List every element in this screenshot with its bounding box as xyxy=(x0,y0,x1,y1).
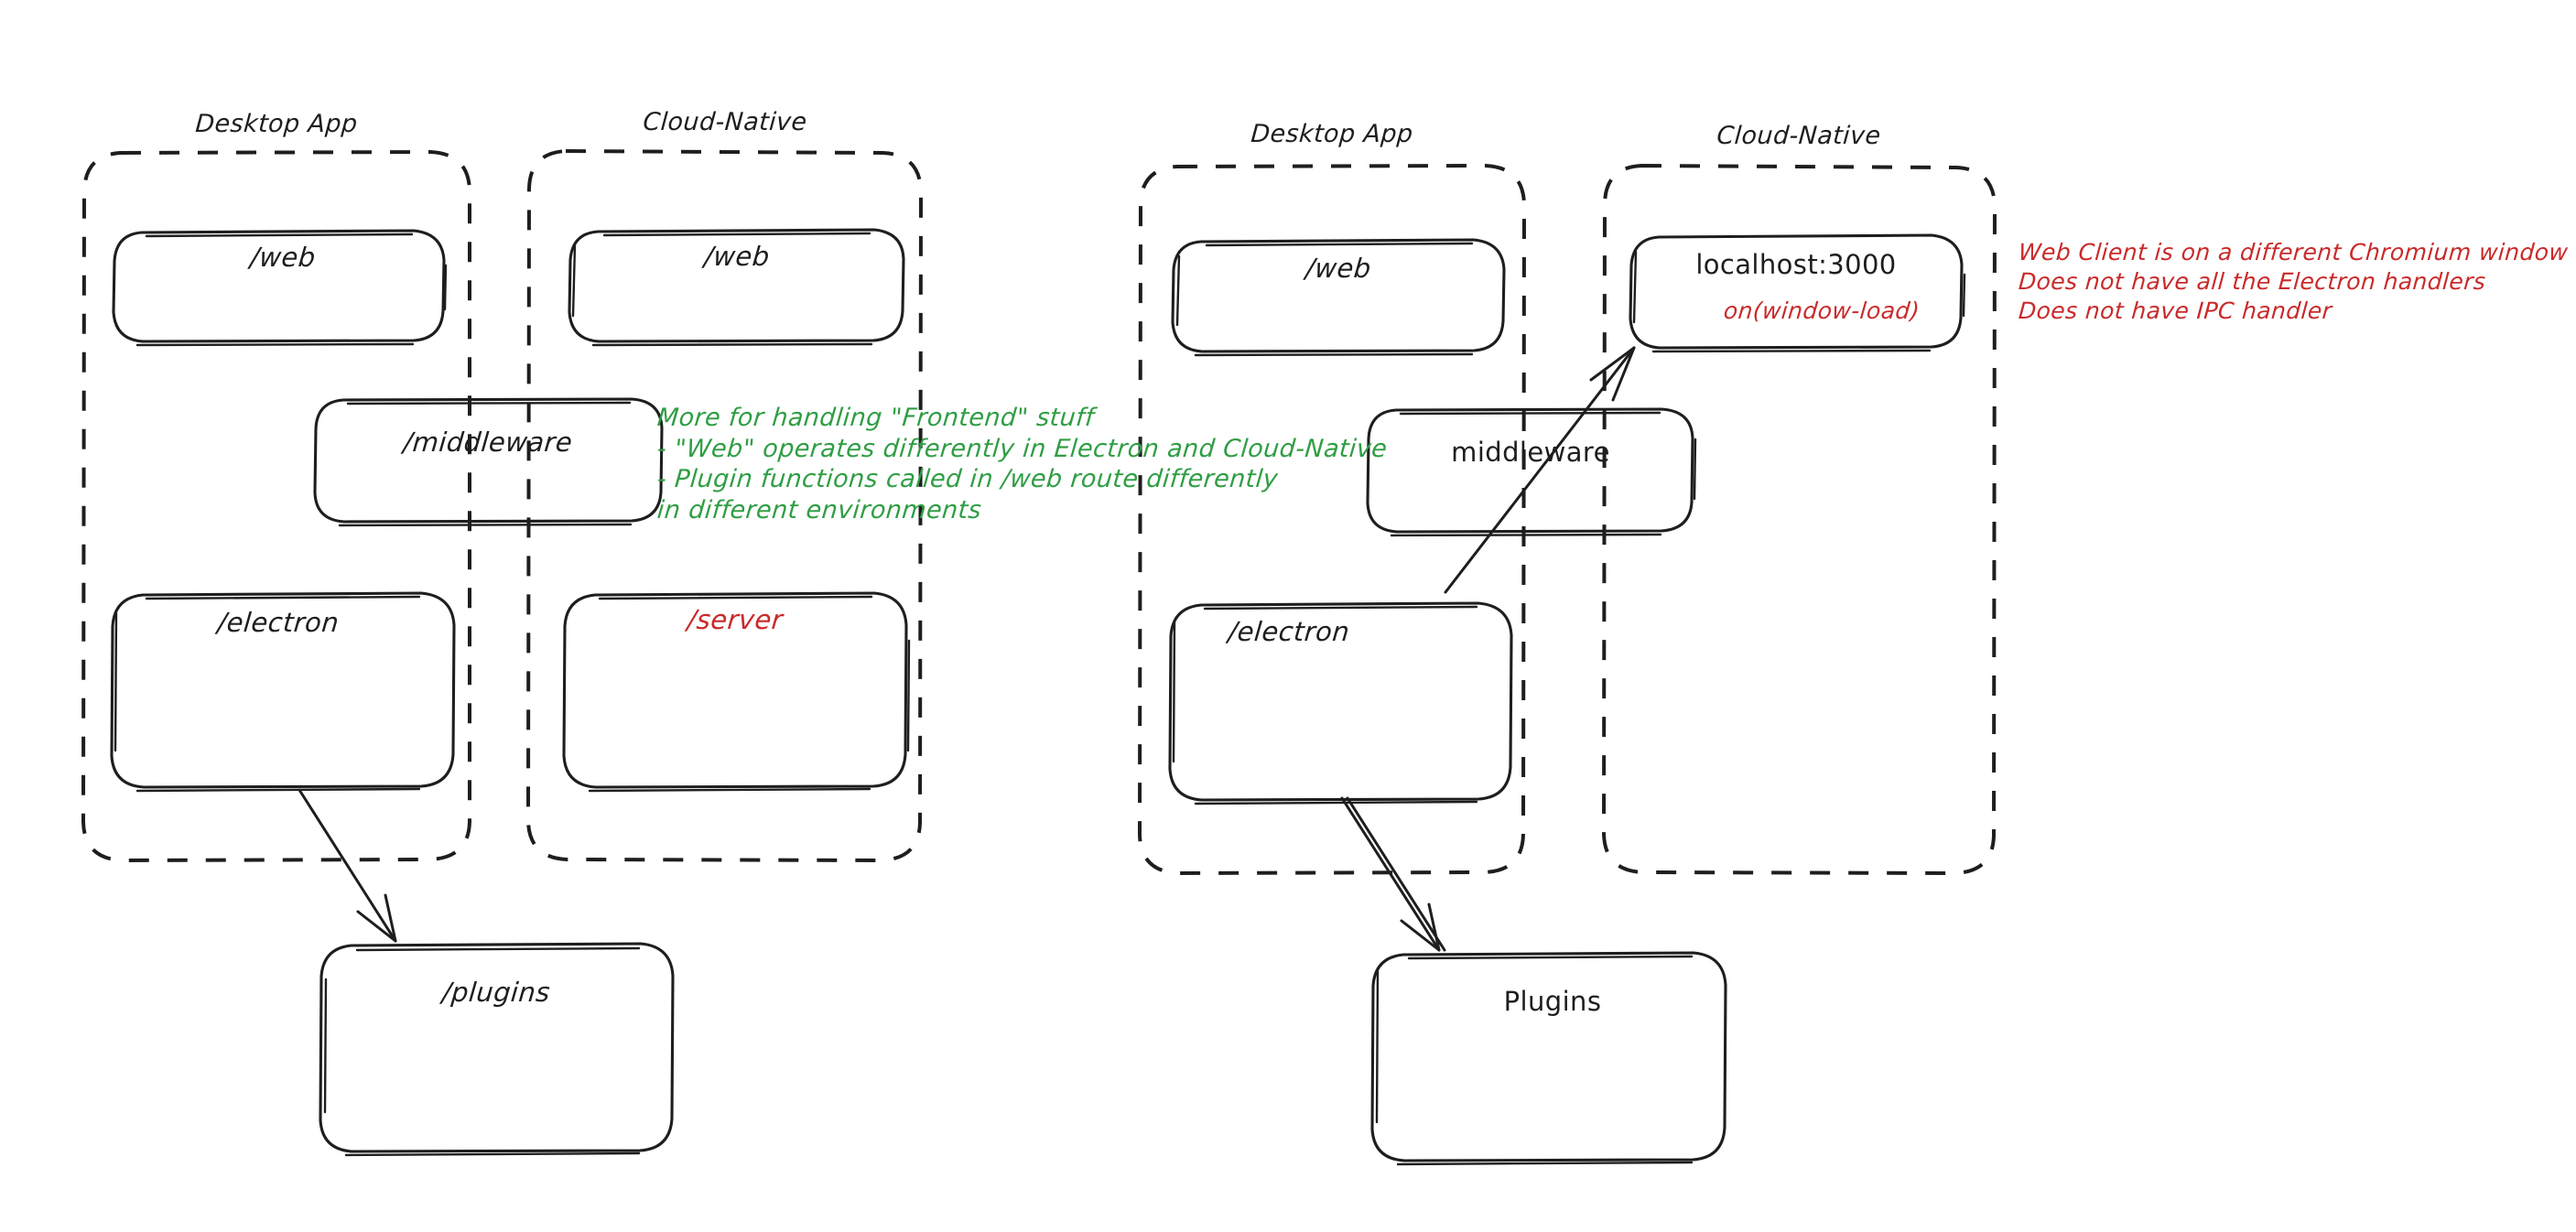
right-localhost-box[interactable] xyxy=(1629,233,1966,353)
right-electron-to-plugins-arrow xyxy=(1340,796,1446,952)
left-desktop-app-container xyxy=(81,150,471,862)
right-localhost-sub-label: on(window-load) xyxy=(1722,297,1921,324)
left-plugins-label: /plugins xyxy=(440,977,552,1008)
green-note-line-3: - Plugin functions called in /web route … xyxy=(655,465,1280,493)
left-server-box[interactable] xyxy=(562,591,911,793)
right-electron-box[interactable] xyxy=(1168,601,1513,805)
left-electron-label: /electron xyxy=(216,607,341,638)
left-middleware-box[interactable] xyxy=(313,397,664,527)
right-localhost-label: localhost:3000 xyxy=(1695,249,1897,280)
left-middleware-label: /middleware xyxy=(402,427,574,458)
right-cloud-native-container xyxy=(1602,164,1997,875)
left-electron-box[interactable] xyxy=(110,591,456,793)
left-cloud-web-label: /web xyxy=(702,241,772,272)
right-desktop-web-label: /web xyxy=(1304,253,1373,284)
right-desktop-app-container xyxy=(1138,164,1526,875)
left-desktop-web-label: /web xyxy=(248,242,318,273)
red-note-line-2: Does not have all the Electron handlers xyxy=(2018,268,2487,295)
left-desktop-web-box[interactable] xyxy=(112,229,448,347)
left-electron-to-plugins-arrow xyxy=(298,788,397,943)
right-desktop-app-group-label: Desktop App xyxy=(1250,120,1414,148)
green-note-line-4: in different environments xyxy=(655,495,983,524)
right-plugins-label: Plugins xyxy=(1503,986,1602,1017)
red-note-line-1: Web Client is on a different Chromium wi… xyxy=(2018,239,2570,265)
left-cloud-web-box[interactable] xyxy=(568,228,905,347)
left-plugins-box[interactable] xyxy=(319,942,675,1157)
left-desktop-app-group-label: Desktop App xyxy=(194,110,359,138)
right-electron-to-localhost-arrow xyxy=(1444,346,1636,594)
right-middleware-label: middleware xyxy=(1451,437,1610,468)
red-note-line-3: Does not have IPC handler xyxy=(2018,297,2333,324)
left-server-label: /server xyxy=(686,604,785,635)
right-plugins-box[interactable] xyxy=(1370,951,1727,1166)
right-middleware-box[interactable] xyxy=(1366,407,1697,537)
right-desktop-web-box[interactable] xyxy=(1171,238,1506,357)
left-cloud-native-group-label: Cloud-Native xyxy=(642,108,808,136)
green-note-line-2: - "Web" operates differently in Electron… xyxy=(655,434,1389,463)
left-cloud-native-container xyxy=(526,149,923,862)
right-cloud-native-group-label: Cloud-Native xyxy=(1716,122,1882,150)
green-note-line-1: More for handling "Frontend" stuff xyxy=(655,404,1096,432)
left-green-note: More for handling "Frontend" stuff - "We… xyxy=(655,403,1389,525)
right-electron-label: /electron xyxy=(1227,616,1351,647)
right-red-note: Web Client is on a different Chromium wi… xyxy=(2018,238,2570,326)
